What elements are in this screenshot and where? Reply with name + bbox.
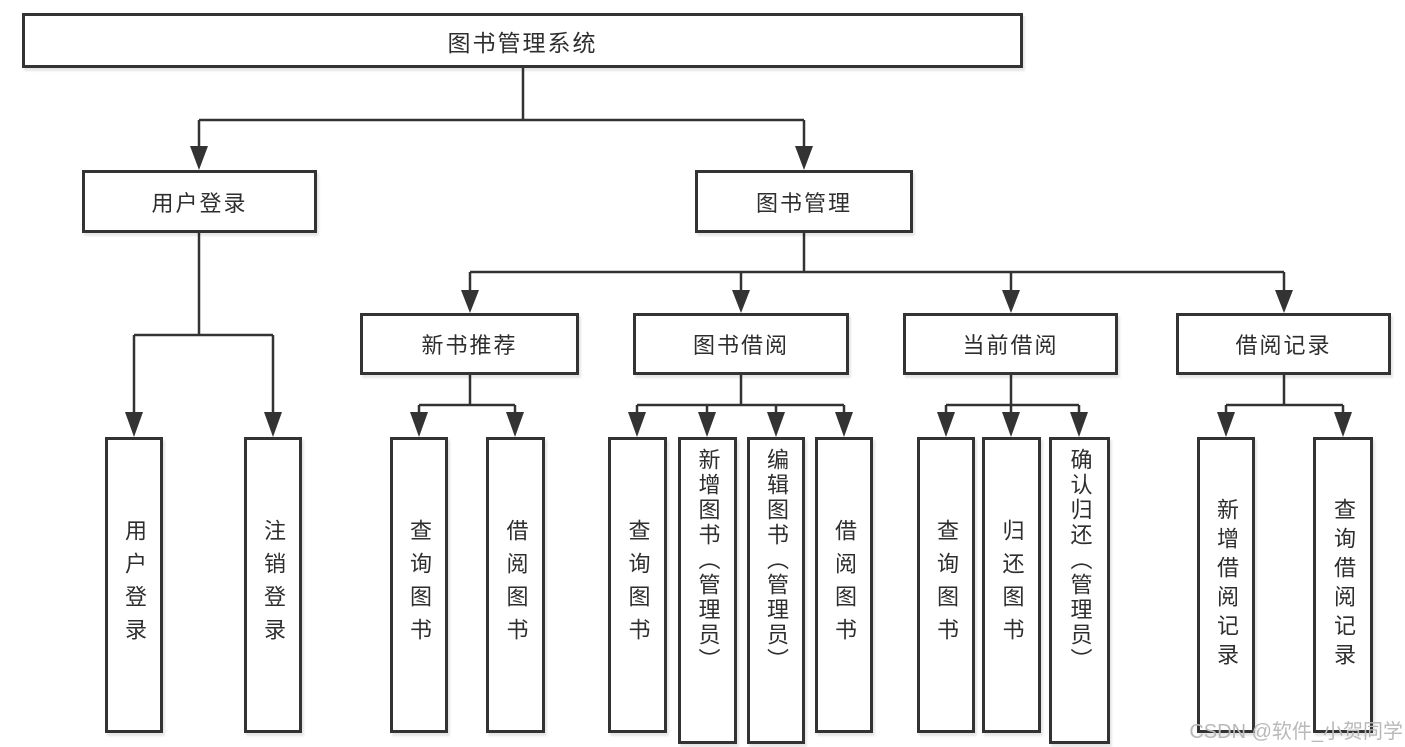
node-current-borrow: 当前借阅 bbox=[903, 313, 1118, 375]
leaf-logout: 注销登录 bbox=[244, 437, 302, 733]
node-user-login: 用户登录 bbox=[82, 170, 317, 233]
leaf-borrow-books: 借阅图书 bbox=[815, 437, 873, 733]
leaf-return-books: 归还图书 bbox=[982, 437, 1041, 733]
leaf-query-borrow-record: 查询借阅记录 bbox=[1313, 437, 1373, 733]
node-new-book-recommend: 新书推荐 bbox=[360, 313, 579, 375]
node-library-management-system: 图书管理系统 bbox=[22, 13, 1023, 68]
node-book-management: 图书管理 bbox=[695, 170, 913, 233]
arrowheads bbox=[125, 146, 1352, 437]
leaf-borrow-books-recommend: 借阅图书 bbox=[486, 437, 545, 733]
leaf-confirm-return-admin: 确认归还（管理员） bbox=[1049, 437, 1110, 744]
node-borrow-records: 借阅记录 bbox=[1176, 313, 1391, 375]
leaf-edit-books-admin: 编辑图书（管理员） bbox=[747, 437, 805, 744]
leaf-query-books-borrow: 查询图书 bbox=[608, 437, 667, 733]
leaf-query-books-recommend: 查询图书 bbox=[390, 437, 448, 733]
leaf-query-books-current: 查询图书 bbox=[917, 437, 975, 733]
leaf-add-books-admin: 新增图书（管理员） bbox=[678, 437, 737, 744]
node-book-borrow: 图书借阅 bbox=[633, 313, 849, 375]
leaf-user-login: 用户登录 bbox=[105, 437, 163, 733]
csdn-watermark: CSDN @软件_小贺同学 bbox=[1189, 721, 1403, 743]
leaf-add-borrow-record: 新增借阅记录 bbox=[1197, 437, 1255, 733]
